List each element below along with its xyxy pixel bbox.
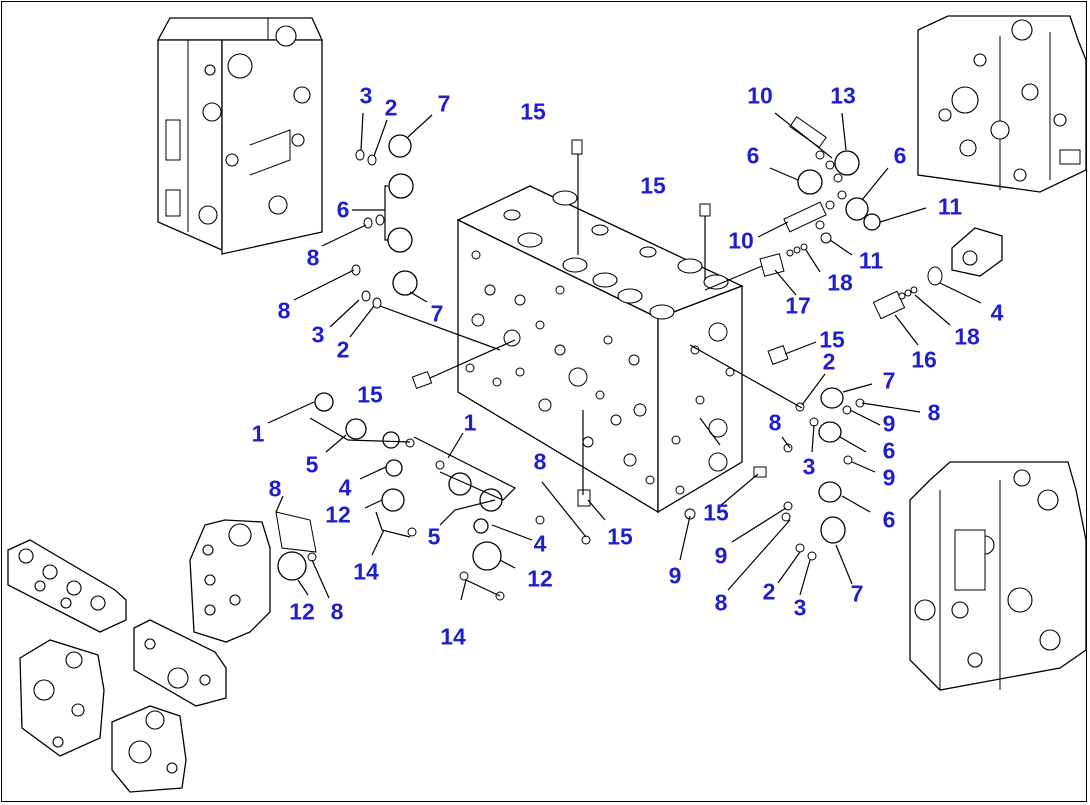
callout-10[interactable]: 10 bbox=[728, 227, 754, 254]
callout-10[interactable]: 10 bbox=[747, 82, 773, 109]
callout-2[interactable]: 2 bbox=[336, 336, 350, 363]
callout-2[interactable]: 2 bbox=[762, 578, 776, 605]
callout-8[interactable]: 8 bbox=[714, 589, 728, 616]
callout-12[interactable]: 12 bbox=[527, 565, 553, 592]
callout-6[interactable]: 6 bbox=[893, 142, 907, 169]
callout-12[interactable]: 12 bbox=[289, 598, 315, 625]
callout-7[interactable]: 7 bbox=[850, 580, 864, 607]
callout-3[interactable]: 3 bbox=[793, 594, 807, 621]
callout-8[interactable]: 8 bbox=[277, 297, 291, 324]
callout-2[interactable]: 2 bbox=[384, 94, 398, 121]
callout-9[interactable]: 9 bbox=[882, 410, 896, 437]
callout-7[interactable]: 7 bbox=[430, 300, 444, 327]
callout-15[interactable]: 15 bbox=[357, 381, 383, 408]
callout-11[interactable]: 11 bbox=[858, 247, 884, 274]
callout-4[interactable]: 4 bbox=[338, 474, 352, 501]
callout-17[interactable]: 17 bbox=[785, 292, 811, 319]
callout-2[interactable]: 2 bbox=[822, 348, 836, 375]
callout-9[interactable]: 9 bbox=[714, 542, 728, 569]
leader-lines bbox=[267, 112, 982, 601]
callout-12[interactable]: 12 bbox=[325, 501, 351, 528]
callout-8[interactable]: 8 bbox=[927, 399, 941, 426]
callout-5[interactable]: 5 bbox=[427, 523, 441, 550]
loose-parts bbox=[275, 116, 1003, 601]
callout-7[interactable]: 7 bbox=[437, 90, 451, 117]
callout-6[interactable]: 6 bbox=[336, 196, 350, 223]
callout-14[interactable]: 14 bbox=[440, 623, 466, 650]
callout-8[interactable]: 8 bbox=[768, 409, 782, 436]
main-valve-body bbox=[456, 185, 744, 514]
callout-6[interactable]: 6 bbox=[882, 437, 896, 464]
callout-11[interactable]: 11 bbox=[937, 193, 963, 220]
callout-15[interactable]: 15 bbox=[607, 523, 633, 550]
callout-4[interactable]: 4 bbox=[990, 299, 1004, 326]
callout-14[interactable]: 14 bbox=[353, 558, 379, 585]
callout-9[interactable]: 9 bbox=[668, 562, 682, 589]
section-bottom-left bbox=[7, 519, 271, 793]
callout-8[interactable]: 8 bbox=[268, 475, 282, 502]
callout-15[interactable]: 15 bbox=[703, 499, 729, 526]
callout-16[interactable]: 16 bbox=[911, 346, 937, 373]
callout-3[interactable]: 3 bbox=[802, 453, 816, 480]
callout-3[interactable]: 3 bbox=[359, 82, 373, 109]
callout-15[interactable]: 15 bbox=[520, 98, 546, 125]
callout-6[interactable]: 6 bbox=[746, 142, 760, 169]
callout-9[interactable]: 9 bbox=[882, 464, 896, 491]
callout-8[interactable]: 8 bbox=[533, 448, 547, 475]
callout-4[interactable]: 4 bbox=[533, 530, 547, 557]
callout-6[interactable]: 6 bbox=[882, 506, 896, 533]
callout-1[interactable]: 1 bbox=[463, 409, 477, 436]
callout-15[interactable]: 15 bbox=[640, 172, 666, 199]
callout-18[interactable]: 18 bbox=[954, 323, 980, 350]
callout-15[interactable]: 15 bbox=[819, 326, 845, 353]
callout-7[interactable]: 7 bbox=[882, 367, 896, 394]
section-top-right bbox=[917, 15, 1087, 193]
callout-8[interactable]: 8 bbox=[330, 598, 344, 625]
section-bottom-right bbox=[909, 461, 1087, 691]
callout-1[interactable]: 1 bbox=[251, 420, 265, 447]
callout-8[interactable]: 8 bbox=[306, 244, 320, 271]
callout-13[interactable]: 13 bbox=[830, 82, 856, 109]
callout-5[interactable]: 5 bbox=[305, 451, 319, 478]
section-top-left bbox=[156, 17, 324, 255]
callout-3[interactable]: 3 bbox=[311, 321, 325, 348]
callout-18[interactable]: 18 bbox=[827, 269, 853, 296]
